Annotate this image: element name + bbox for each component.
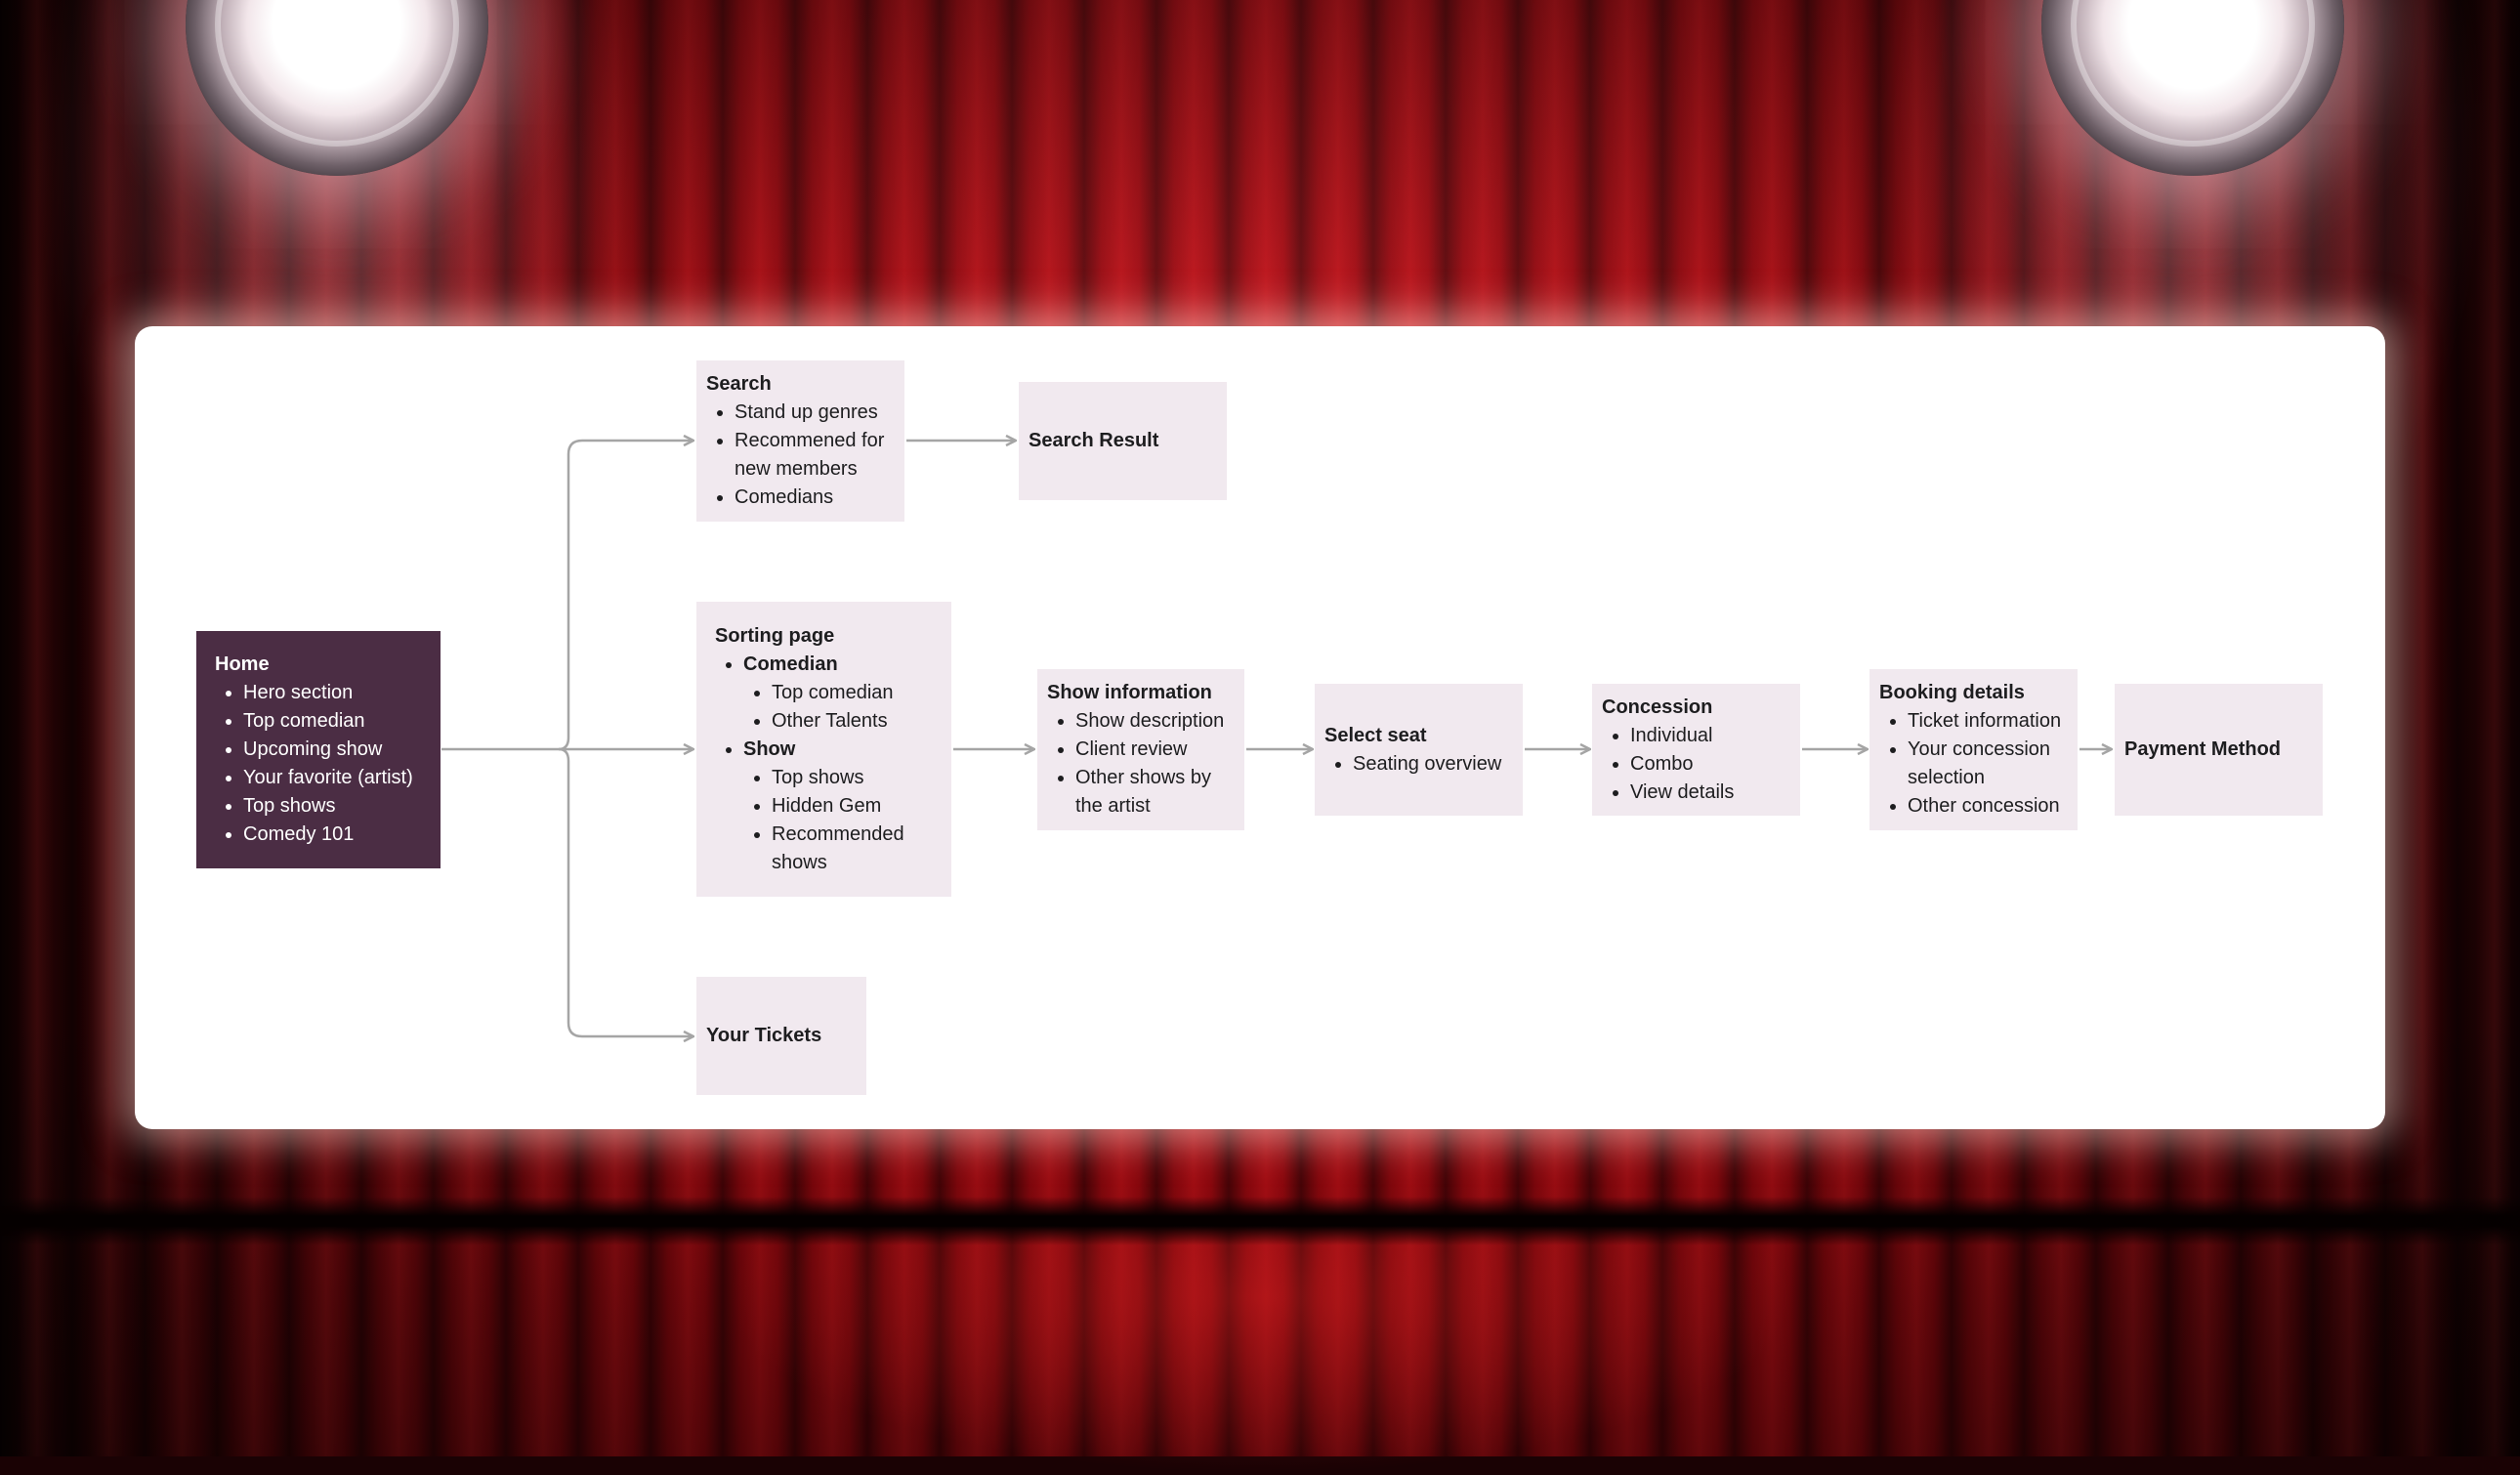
list-item: Comedy 101: [226, 821, 422, 849]
search-result-title: Search Result: [1029, 430, 1159, 451]
sorting-title: Sorting page: [715, 624, 835, 647]
list-item: Recommened for new members: [717, 427, 895, 484]
list-item: Stand up genres: [717, 399, 895, 427]
list-item: Other shows by the artist: [1058, 764, 1235, 821]
list-item: Your favorite (artist): [226, 764, 422, 792]
select-seat-list: Seating overview: [1324, 750, 1513, 779]
show-sublist: Top shows Hidden Gem Recommended shows: [743, 764, 933, 877]
search-result-node: Search Result: [1019, 382, 1227, 500]
stage-edge: [0, 1197, 2520, 1245]
list-item: Hero section: [226, 679, 422, 707]
payment-title: Payment Method: [2124, 738, 2282, 760]
list-item: Client review: [1058, 736, 1235, 764]
list-item: Individual: [1613, 722, 1790, 750]
tickets-title: Your Tickets: [706, 1025, 822, 1046]
list-item: Top shows: [754, 764, 933, 792]
list-item: Top comedian: [754, 679, 933, 707]
select-seat-title: Select seat: [1324, 724, 1427, 746]
list-item: Other Talents: [754, 707, 933, 736]
search-title: Search: [706, 373, 772, 395]
list-item: Hidden Gem: [754, 792, 933, 821]
home-list: Hero section Top comedian Upcoming show …: [215, 679, 422, 849]
group-label: Show: [743, 738, 796, 760]
list-item: View details: [1613, 779, 1790, 807]
show-info-title: Show information: [1047, 682, 1212, 703]
tickets-node: Your Tickets: [696, 977, 866, 1095]
list-item: Top comedian: [226, 707, 422, 736]
comedian-sublist: Top comedian Other Talents: [743, 679, 933, 736]
stage-glow: [723, 1221, 1797, 1475]
home-node: Home Hero section Top comedian Upcoming …: [196, 631, 441, 868]
sorting-node: Sorting page Comedian Top comedian Other…: [696, 602, 951, 897]
list-item: Top shows: [226, 792, 422, 821]
list-item: Upcoming show: [226, 736, 422, 764]
concession-list: Individual Combo View details: [1602, 722, 1790, 807]
booking-list: Ticket information Your concession selec…: [1879, 707, 2068, 821]
show-info-node: Show information Show description Client…: [1037, 669, 1244, 830]
search-list: Stand up genres Recommened for new membe…: [706, 399, 895, 512]
list-item: Seating overview: [1335, 750, 1513, 779]
sorting-list: Comedian Top comedian Other Talents Show…: [715, 651, 933, 877]
select-seat-node: Select seat Seating overview: [1315, 684, 1523, 816]
concession-node: Concession Individual Combo View details: [1592, 684, 1800, 816]
search-node: Search Stand up genres Recommened for ne…: [696, 360, 904, 522]
list-item: Show description: [1058, 707, 1235, 736]
show-info-list: Show description Client review Other sho…: [1047, 707, 1235, 821]
sorting-group-comedian: Comedian Top comedian Other Talents: [726, 651, 933, 736]
list-item: Combo: [1613, 750, 1790, 779]
payment-node: Payment Method: [2115, 684, 2323, 816]
list-item: Your concession selection: [1890, 736, 2068, 792]
concession-title: Concession: [1602, 695, 1713, 718]
list-item: Other concession: [1890, 792, 2068, 821]
home-title: Home: [215, 653, 270, 675]
list-item: Recommended shows: [754, 821, 933, 877]
booking-node: Booking details Ticket information Your …: [1869, 669, 2078, 830]
sorting-group-show: Show Top shows Hidden Gem Recommended sh…: [726, 736, 933, 877]
list-item: Ticket information: [1890, 707, 2068, 736]
booking-title: Booking details: [1879, 682, 2025, 703]
group-label: Comedian: [743, 653, 838, 675]
list-item: Comedians: [717, 484, 895, 512]
